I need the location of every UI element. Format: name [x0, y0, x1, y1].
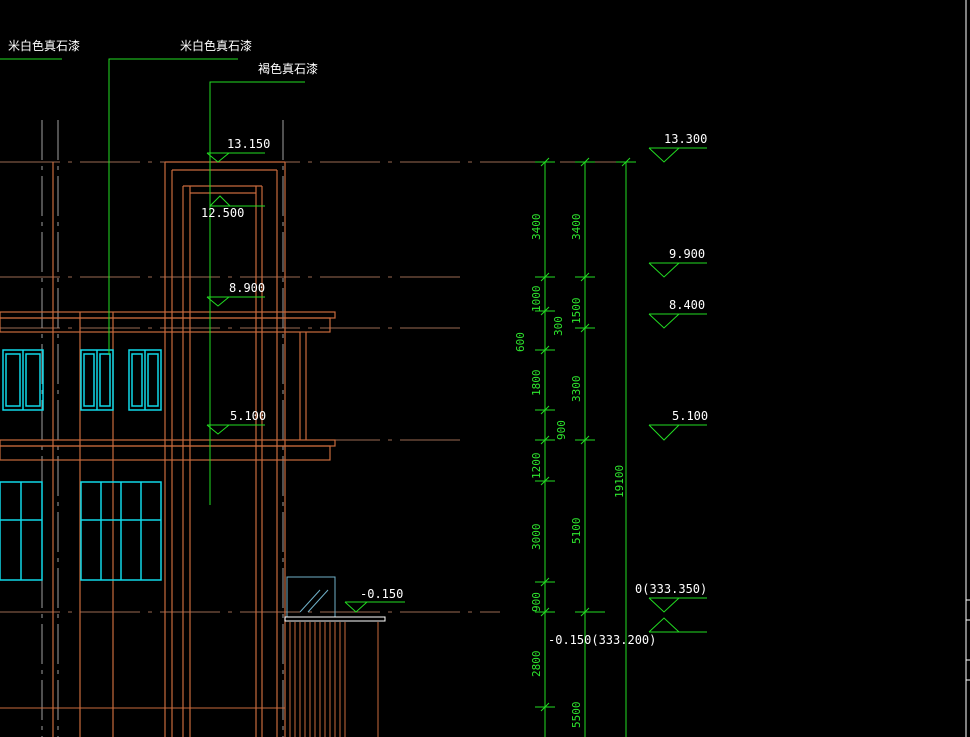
bottom-level: -0.150(333.200) — [548, 633, 656, 647]
windows — [0, 349, 162, 581]
right-edge-fragment — [965, 0, 970, 737]
material-label-2: 米白色真石漆 — [180, 38, 252, 53]
dim-2-6: 5500 — [570, 702, 583, 729]
dim-1-7: 3000 — [530, 524, 543, 551]
right-level-2: 9.900 — [669, 247, 705, 261]
left-level-markers — [206, 152, 405, 613]
right-level-markers — [648, 147, 707, 633]
dim-1-2: 1000 — [530, 286, 543, 313]
material-label-1: 米白色真石漆 — [8, 38, 80, 53]
right-level-3: 8.400 — [669, 298, 705, 312]
level-guide-lines — [0, 161, 640, 613]
right-level-1: 13.300 — [664, 132, 707, 146]
left-level-1: 13.150 — [227, 137, 270, 151]
left-level-2: 12.500 — [201, 206, 244, 220]
dim-2-4: 3300 — [570, 376, 583, 403]
left-level-3: 8.900 — [229, 281, 265, 295]
right-level-4: 5.100 — [672, 409, 708, 423]
canopy — [0, 576, 386, 737]
dim-2-3: 1500 — [570, 298, 583, 325]
dimension-lines — [535, 157, 636, 737]
dim-1-3: 600 — [514, 332, 527, 352]
right-level-5: 0(333.350) — [635, 582, 707, 596]
dim-1-1: 3400 — [530, 214, 543, 241]
dim-1-8: 900 — [530, 592, 543, 612]
left-level-4: 5.100 — [230, 409, 266, 423]
dim-1-9: 2800 — [530, 651, 543, 678]
material-leaders — [0, 58, 305, 505]
dim-2-5: 5100 — [570, 518, 583, 545]
dim-1-6: 1200 — [530, 453, 543, 480]
material-label-3: 褐色真石漆 — [258, 61, 318, 76]
dim-2-2: 300 — [552, 316, 565, 336]
axis-lines — [41, 120, 284, 737]
dim-total: 19100 — [613, 465, 626, 498]
dim-1-5: 900 — [555, 420, 568, 440]
building-outline — [0, 161, 336, 737]
left-level-5: -0.150 — [360, 587, 403, 601]
dim-2-1: 3400 — [570, 214, 583, 241]
dim-1-4: 1800 — [530, 370, 543, 397]
